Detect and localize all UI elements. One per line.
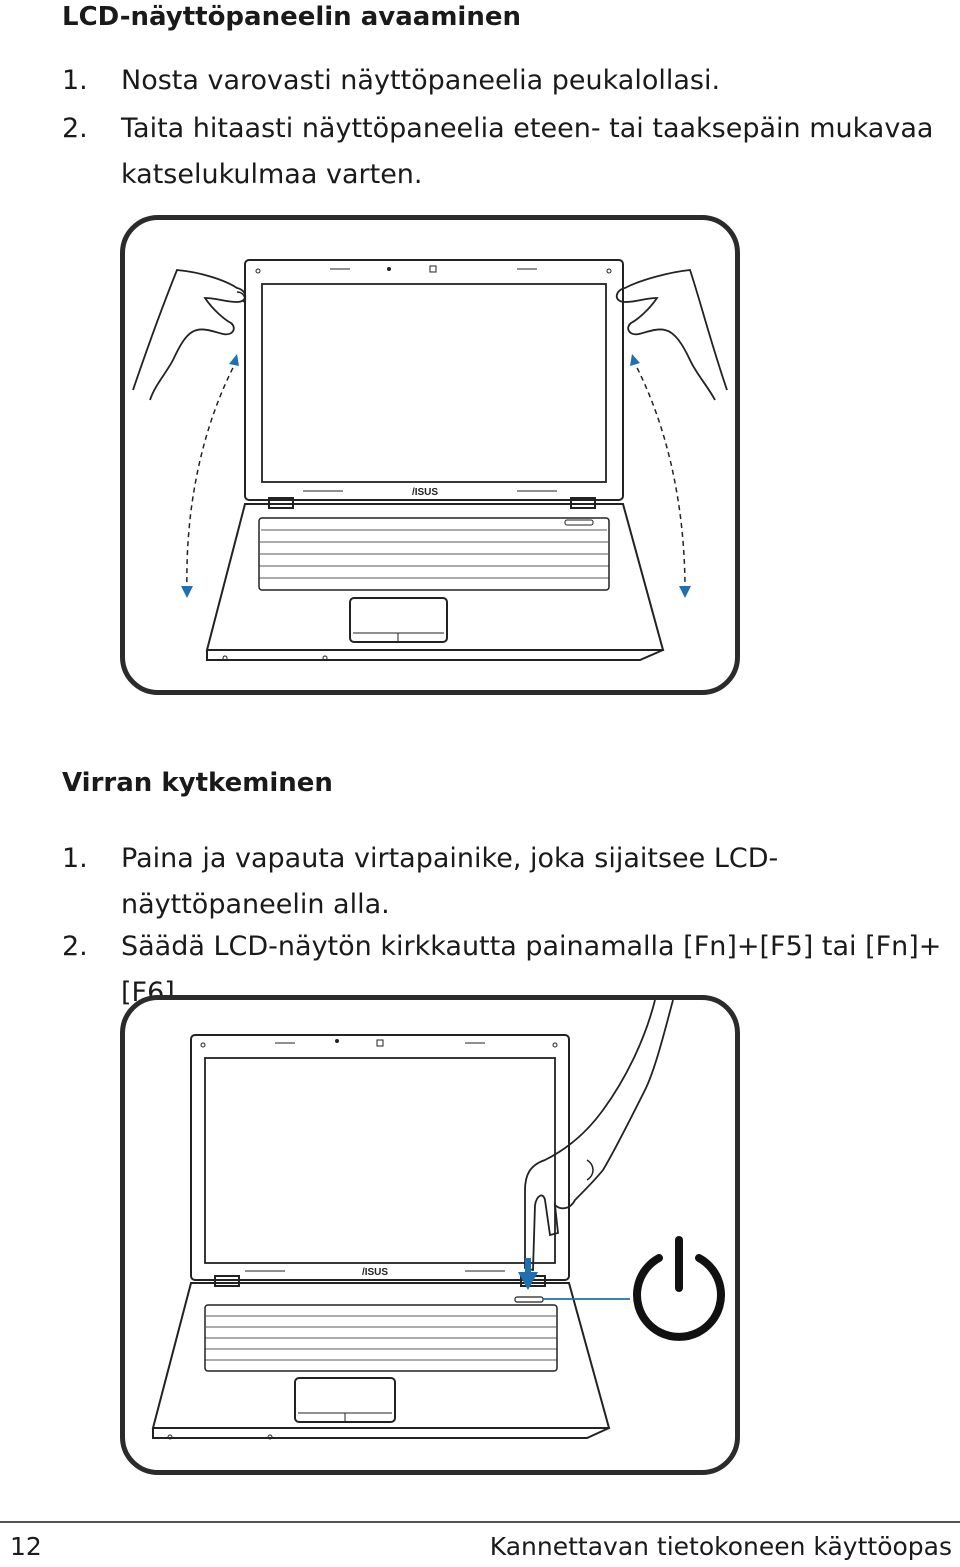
footer-title: Kannettavan tietokoneen käyttöopas bbox=[489, 1532, 952, 1561]
laptop-power-illustration: /ISUS bbox=[151, 1000, 725, 1440]
step-text: Säädä LCD-näytön kirkkautta painamalla [… bbox=[121, 931, 942, 1008]
brand-logo: /ISUS bbox=[362, 1267, 388, 1278]
brand-logo: /ISUS bbox=[412, 487, 438, 498]
step-text: Paina ja vapauta virtapainike, joka sija… bbox=[121, 843, 779, 920]
section-heading-open-lcd: LCD-näyttöpaneelin avaaminen bbox=[62, 2, 521, 32]
step-number: 2. bbox=[62, 113, 88, 144]
step-text: Nosta varovasti näyttöpaneelia peukaloll… bbox=[121, 65, 721, 96]
step-number: 1. bbox=[62, 843, 88, 874]
footer-divider bbox=[0, 1521, 960, 1523]
laptop-open-illustration: /ISUS bbox=[132, 259, 728, 661]
step-number: 2. bbox=[62, 931, 88, 962]
step-number: 1. bbox=[62, 65, 88, 96]
power-icon bbox=[633, 1236, 725, 1341]
figure-power-on: /ISUS bbox=[120, 995, 740, 1475]
page-number: 12 bbox=[10, 1532, 42, 1561]
section-heading-power-on: Virran kytkeminen bbox=[62, 768, 333, 798]
figure-open-lcd: /ISUS bbox=[120, 215, 740, 695]
step-text: Taita hitaasti näyttöpaneelia eteen- tai… bbox=[121, 113, 934, 190]
